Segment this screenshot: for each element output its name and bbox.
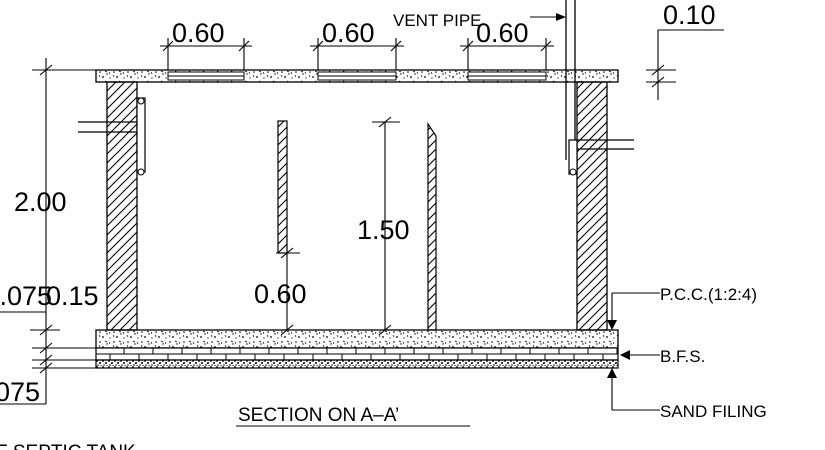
baffle-left <box>277 120 288 254</box>
top-slab <box>95 69 619 83</box>
dim-slab-thickness: 0.10 <box>663 0 716 30</box>
sand-filling-label: SAND FILING <box>660 402 767 421</box>
bottom-caption: F SEPTIC TANK <box>0 442 136 450</box>
dim-bfs-thickness: .075 <box>0 377 40 407</box>
dim-pcc-thickness: .075 <box>0 281 52 311</box>
inlet-pipe <box>78 97 146 176</box>
dim-baffle-height: 1.50 <box>357 215 410 245</box>
top-dimension-lines <box>0 29 724 427</box>
bfs-label: B.F.S. <box>660 347 705 366</box>
right-wall <box>576 81 608 331</box>
dim-opening-3: 0.60 <box>476 18 529 48</box>
leader-arrowheads <box>607 320 630 378</box>
section-title: SECTION ON A–A’ <box>238 405 399 426</box>
outlet-pipe <box>568 139 634 176</box>
pcc-label: P.C.C.(1:2:4) <box>660 285 757 304</box>
sand-filling-layer <box>95 359 619 369</box>
dim-opening-2: 0.60 <box>322 18 375 48</box>
dim-wall-thickness: 0.15 <box>46 281 99 311</box>
pcc-base-layer <box>95 329 619 349</box>
dim-baffle-gap: 0.60 <box>254 279 307 309</box>
baffle-right <box>427 122 437 331</box>
bfs-brick-layer <box>95 347 619 361</box>
left-wall <box>106 81 138 331</box>
vent-pipe-label: VENT PIPE <box>393 11 482 30</box>
vent-pipe <box>530 0 576 160</box>
dim-opening-1: 0.60 <box>172 18 225 48</box>
dim-overall-height: 2.00 <box>14 187 67 217</box>
